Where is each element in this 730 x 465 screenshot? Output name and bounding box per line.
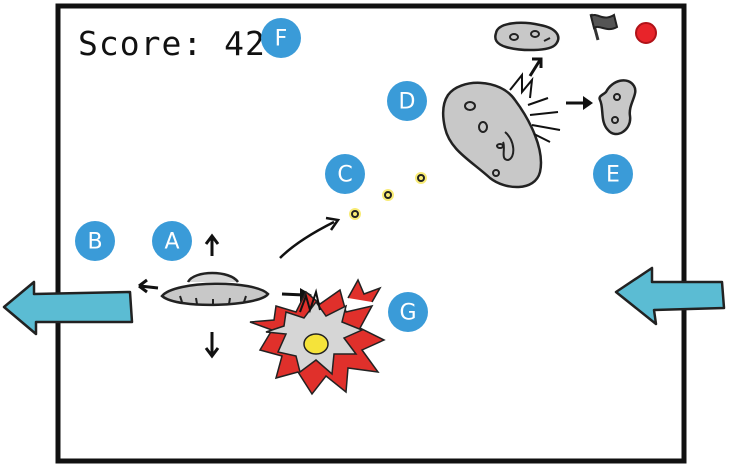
ufo-ship — [160, 271, 270, 307]
badge-f: F — [261, 18, 301, 58]
projectiles — [349, 172, 427, 220]
svg-text:F: F — [275, 27, 288, 52]
arrow-asteroid-up — [528, 57, 543, 77]
badge-g: G — [388, 292, 428, 332]
big-asteroid — [441, 81, 543, 189]
stop-icon[interactable] — [635, 22, 657, 44]
arrow-asteroid-right — [566, 96, 593, 110]
svg-text:A: A — [164, 230, 179, 255]
badge-a: A — [152, 221, 192, 261]
svg-text:E: E — [606, 163, 620, 188]
arrow-shoot — [279, 216, 341, 259]
small-asteroid-top — [494, 21, 560, 52]
asteroid-fragment — [598, 79, 637, 136]
arrow-exit-left — [2, 280, 134, 336]
svg-text:B: B — [87, 230, 102, 255]
badge-e: E — [593, 154, 633, 194]
flag-icon[interactable] — [589, 13, 619, 41]
asteroid-crack-lines — [509, 72, 561, 143]
svg-text:D: D — [399, 90, 416, 115]
svg-text:G: G — [399, 301, 416, 326]
screen-frame — [55, 3, 687, 464]
score-label: Score: 42 — [78, 24, 266, 63]
badge-c: C — [325, 154, 365, 194]
explosion — [249, 278, 386, 396]
badge-d: D — [387, 81, 427, 121]
svg-text:C: C — [337, 163, 352, 188]
badge-b: B — [75, 221, 115, 261]
arrow-enter-right — [614, 266, 726, 326]
